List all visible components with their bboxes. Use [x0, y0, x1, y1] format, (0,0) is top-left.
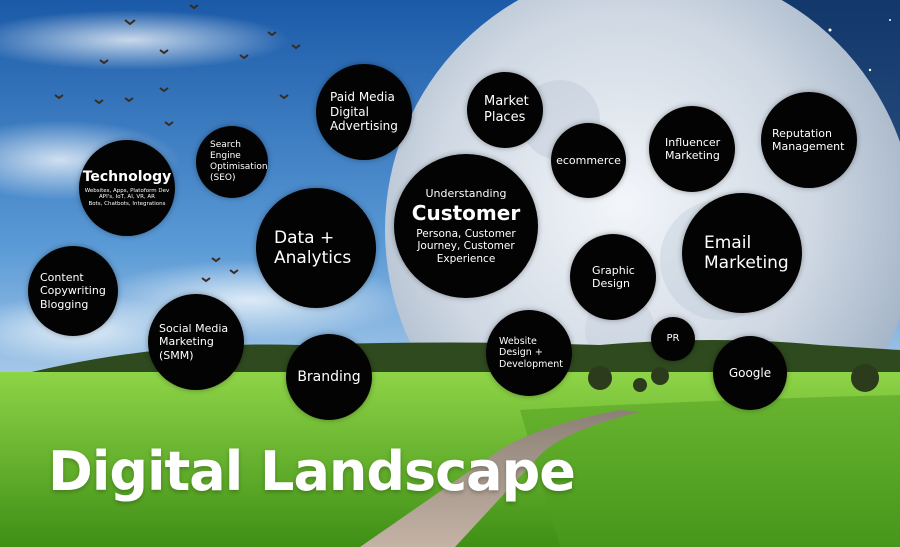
node-data-analytics: Data + Analytics [256, 188, 376, 308]
node-graphic-design-line: Graphic [592, 264, 656, 277]
node-paid-media-line: Paid Media [330, 90, 412, 104]
page-title: Digital Landscape [48, 440, 575, 503]
node-understanding-label: Understanding [425, 187, 506, 200]
node-email-marketing: Email Marketing [682, 193, 802, 313]
node-paid-media-line: Advertising [330, 119, 412, 133]
node-technology-line: API's, IoT, AI, VR, AR [99, 194, 155, 201]
node-search-engine: Search Engine Optimisation (SEO) [196, 126, 268, 198]
node-branding: Branding [286, 334, 372, 420]
node-website-design-line: Design + [499, 347, 572, 358]
node-paid-media: Paid Media Digital Advertising [316, 64, 412, 160]
node-search-engine-line: Engine [210, 151, 268, 162]
node-market-places-line: Market [484, 94, 543, 110]
node-reputation-line: Reputation [772, 127, 857, 140]
node-reputation: Reputation Management [761, 92, 857, 188]
node-market-places: Market Places [467, 72, 543, 148]
node-content-line: Blogging [40, 298, 118, 311]
node-social-media-line: Social Media [159, 322, 244, 335]
node-ecommerce-line: ecommerce [556, 154, 621, 167]
node-branding-line: Branding [297, 369, 360, 386]
node-graphic-design: Graphic Design [570, 234, 656, 320]
node-google-line: Google [729, 366, 771, 380]
node-reputation-line: Management [772, 140, 857, 153]
node-website-design: Website Design + Development [486, 310, 572, 396]
node-search-engine-line: (SEO) [210, 173, 268, 184]
node-social-media-line: (SMM) [159, 349, 244, 362]
node-graphic-design-line: Design [592, 277, 656, 290]
node-influencer-line: Marketing [665, 149, 735, 162]
node-customer-heading: Customer [412, 201, 520, 225]
node-pr-line: PR [667, 333, 680, 345]
node-technology-line: Bots, Chatbots, Integrations [88, 201, 165, 208]
node-technology-line: Websites, Apps, Platoform Dev [85, 188, 170, 195]
node-social-media-line: Marketing [159, 335, 244, 348]
node-customer-line: Journey, Customer [417, 240, 514, 253]
node-website-design-line: Development [499, 359, 572, 370]
node-understanding-customer: Understanding Customer Persona, Customer… [394, 154, 538, 298]
node-technology: Technology Websites, Apps, Platoform Dev… [79, 140, 175, 236]
node-data-analytics-line: Data + [274, 228, 376, 248]
node-search-engine-line: Search [210, 140, 268, 151]
node-influencer: Influencer Marketing [649, 106, 735, 192]
node-website-design-line: Website [499, 336, 572, 347]
node-social-media: Social Media Marketing (SMM) [148, 294, 244, 390]
node-market-places-line: Places [484, 110, 543, 126]
node-content-line: Content [40, 271, 118, 284]
node-email-marketing-line: Marketing [704, 253, 802, 273]
node-google: Google [713, 336, 787, 410]
node-content: Content Copywriting Blogging [28, 246, 118, 336]
node-customer-line: Persona, Customer [416, 228, 515, 241]
node-paid-media-line: Digital [330, 105, 412, 119]
node-search-engine-line: Optimisation [210, 162, 268, 173]
node-technology-heading: Technology [83, 169, 172, 186]
node-email-marketing-line: Email [704, 233, 802, 253]
node-customer-line: Experience [437, 253, 496, 266]
node-data-analytics-line: Analytics [274, 248, 376, 268]
node-influencer-line: Influencer [665, 136, 735, 149]
node-pr: PR [651, 317, 695, 361]
node-content-line: Copywriting [40, 284, 118, 297]
node-ecommerce: ecommerce [551, 123, 626, 198]
